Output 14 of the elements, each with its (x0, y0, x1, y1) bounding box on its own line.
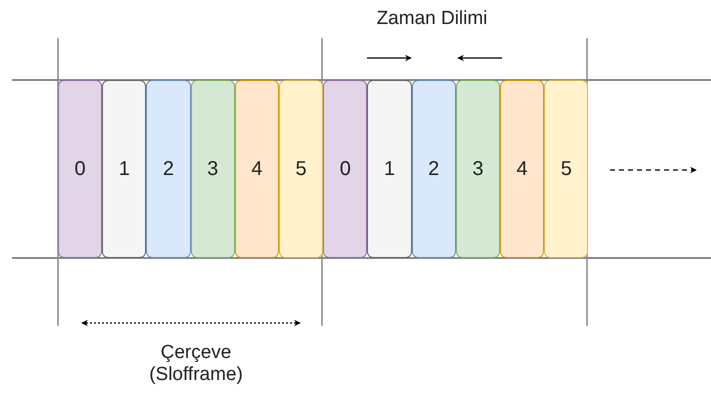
time-slot-box: 0 (58, 80, 102, 258)
caption-text: Çerçeve (Slofframe) (148, 342, 244, 386)
time-slot-box: 4 (234, 80, 279, 258)
time-slot-box: 0 (323, 80, 368, 258)
time-slot-box: 3 (456, 80, 500, 258)
caption-text: Zaman Dilimi (376, 8, 488, 30)
time-slot-box: 5 (544, 80, 588, 258)
time-slot-box: 2 (146, 80, 191, 258)
time-slot-box: 2 (412, 80, 456, 258)
time-slot-box: 4 (500, 80, 544, 258)
time-slot-box: 3 (190, 80, 235, 258)
time-slot-box: 5 (279, 80, 324, 258)
time-slot-box: 1 (102, 80, 146, 258)
time-slot-box: 1 (367, 80, 412, 258)
